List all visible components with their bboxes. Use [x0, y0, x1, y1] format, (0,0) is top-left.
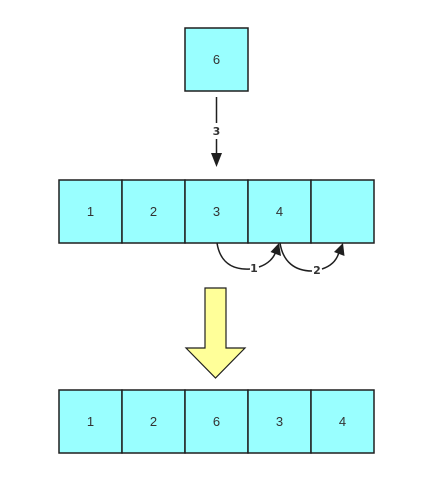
after-cell-2: [184, 389, 249, 454]
before-cell-2: [184, 179, 249, 244]
insert-step-label: 3: [213, 125, 221, 138]
before-cell-1: [121, 179, 186, 244]
before-cell-3-value: 4: [276, 204, 283, 219]
new-element-box: 6: [184, 27, 249, 92]
after-cell-4: [310, 389, 375, 454]
after-cell-1-value: 2: [150, 414, 157, 429]
new-element-cell: [184, 27, 249, 92]
after-array: 1 2 6 3 4: [58, 389, 375, 454]
new-element-value: 6: [213, 52, 220, 67]
before-cell-0-value: 1: [87, 204, 94, 219]
shift-arrow-2: 2: [279, 242, 345, 277]
after-cell-1: [121, 389, 186, 454]
after-cell-4-value: 4: [339, 414, 346, 429]
shift-arrow-1: 1: [216, 242, 281, 275]
shift-arrow-1-head: [270, 243, 281, 256]
after-cell-2-value: 6: [213, 414, 220, 429]
after-cell-0: [58, 389, 123, 454]
transition-arrow: [184, 287, 247, 379]
before-cell-2-value: 3: [213, 204, 220, 219]
before-cell-0: [58, 179, 123, 244]
insert-arrow: 3: [211, 97, 222, 167]
before-cell-4: [310, 179, 375, 244]
shift-step-1-label: 1: [250, 262, 258, 275]
shift-arrow-1-curve-a: [216, 242, 251, 270]
shift-arrow-2-curve-b: [321, 251, 340, 270]
after-cell-0-value: 1: [87, 414, 94, 429]
after-cell-3: [247, 389, 312, 454]
shift-arrow-1-curve-b: [258, 250, 277, 268]
before-cell-1-value: 2: [150, 204, 157, 219]
shift-step-2-label: 2: [313, 264, 321, 277]
insert-arrow-head: [211, 153, 222, 167]
shift-arrow-2-head: [334, 243, 345, 256]
before-array: 1 2 3 4: [58, 179, 375, 244]
shift-arrow-2-curve-a: [279, 242, 313, 272]
after-cell-3-value: 3: [276, 414, 283, 429]
